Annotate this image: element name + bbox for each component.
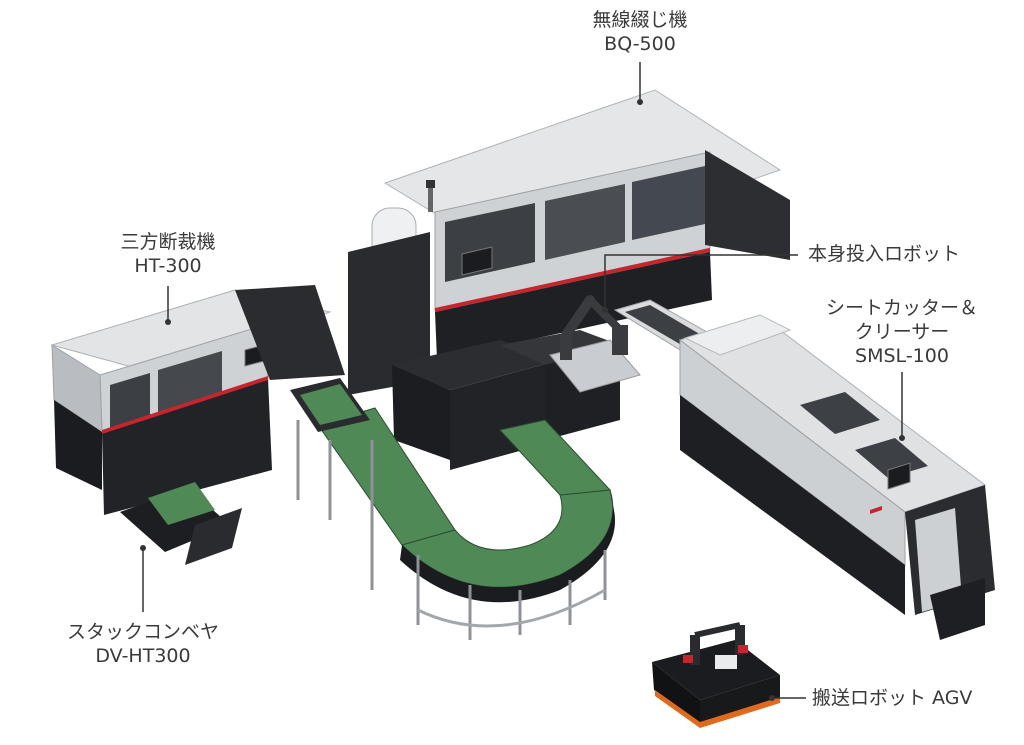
robot-arm — [549, 295, 732, 393]
trimmer-machine — [50, 285, 345, 515]
cutter-line1: シートカッター＆ — [825, 297, 978, 319]
cutter-label: シートカッター＆ クリーサー SMSL-100 — [812, 296, 992, 368]
central-units — [390, 330, 620, 470]
cutter-model: SMSL-100 — [855, 345, 949, 367]
robot-arm-name: 本身投入ロボット — [808, 243, 961, 265]
robot-arm-label: 本身投入ロボット — [808, 242, 960, 266]
agv-label: 搬送ロボット AGV — [812, 686, 972, 710]
stack-conveyor — [120, 482, 242, 565]
binder-label: 無線綴じ機 BQ-500 — [578, 8, 702, 56]
trimmer-label: 三方断裁機 HT-300 — [108, 230, 228, 278]
agv-robot — [652, 622, 780, 728]
trimmer-name: 三方断裁機 — [120, 231, 216, 253]
leader-dots — [140, 99, 905, 701]
stacker-label: スタックコンベヤ DV-HT300 — [53, 620, 233, 668]
agv-name: 搬送ロボット AGV — [812, 687, 973, 709]
leader-lines — [142, 62, 903, 699]
binder-model: BQ-500 — [604, 33, 676, 55]
binder-machine — [348, 89, 790, 395]
binder-name: 無線綴じ機 — [592, 9, 688, 31]
trimmer-model: HT-300 — [134, 255, 202, 277]
curved-conveyor — [290, 378, 616, 640]
cutter-machine — [678, 314, 995, 640]
cutter-line2: クリーサー — [854, 321, 950, 343]
stacker-name: スタックコンベヤ — [66, 621, 219, 643]
robot-arm-leader — [604, 254, 798, 310]
stacker-model: DV-HT300 — [95, 645, 191, 667]
